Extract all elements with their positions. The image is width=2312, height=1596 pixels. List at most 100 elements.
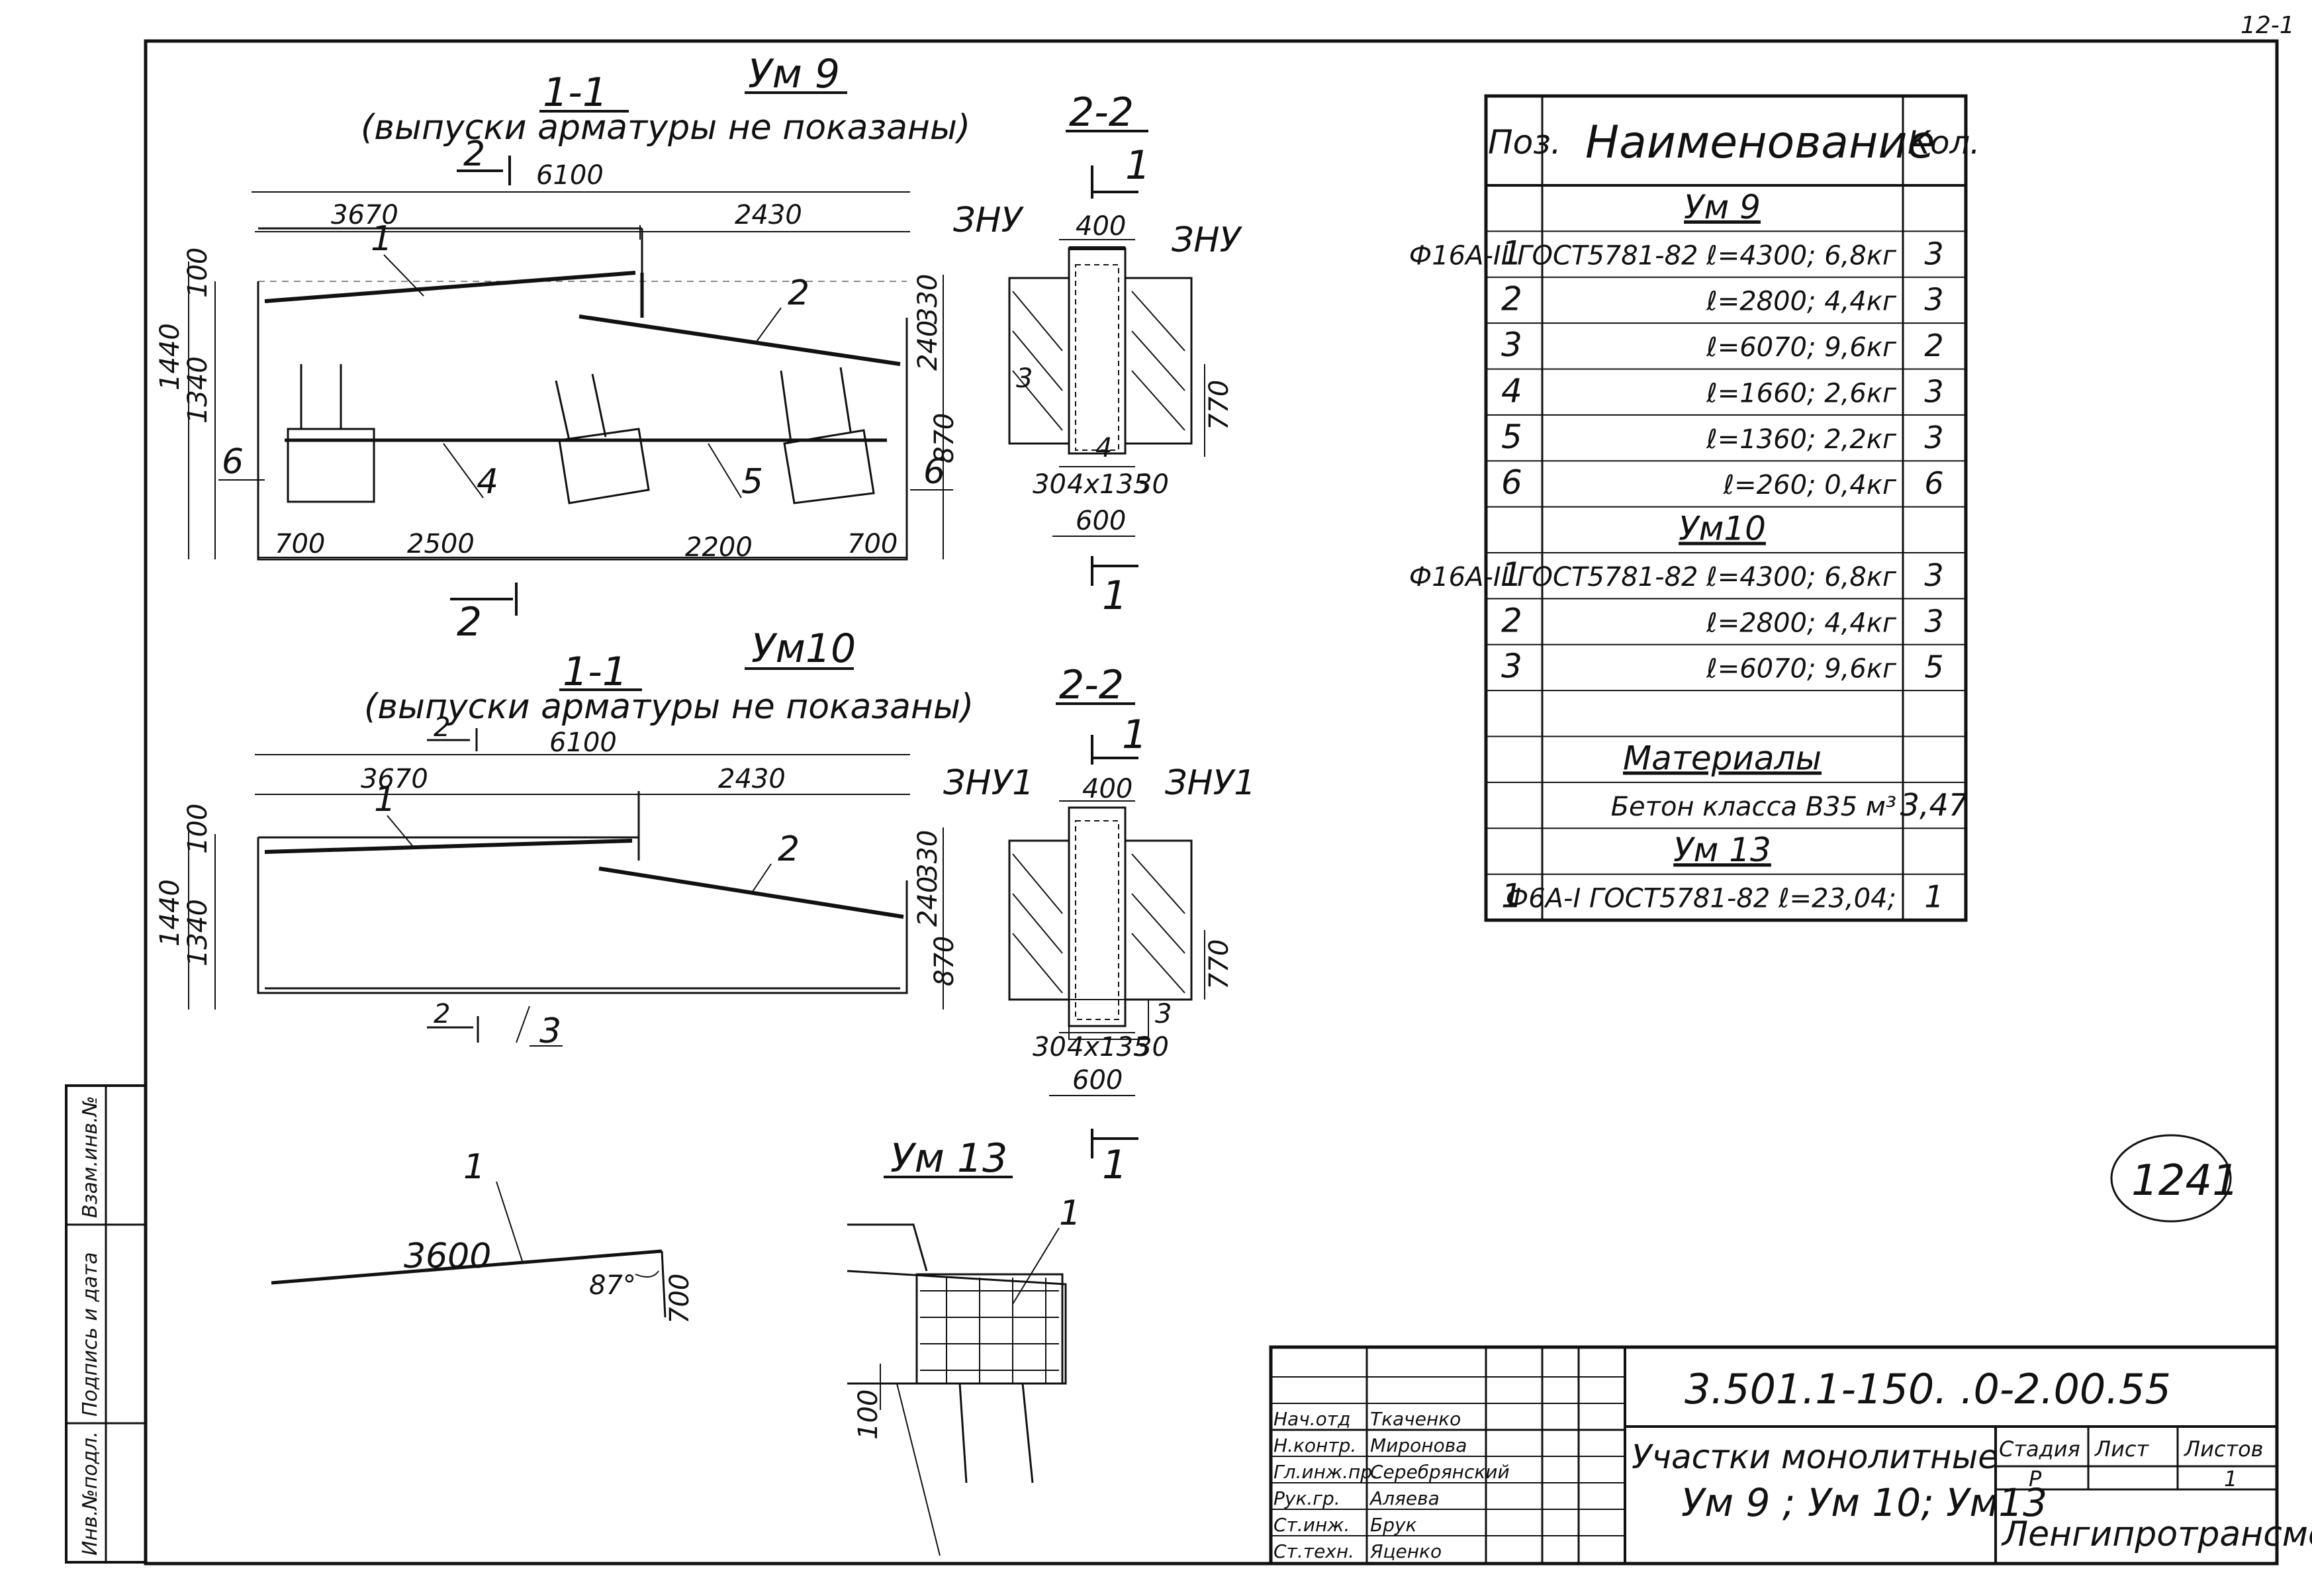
person-name: Яценко — [1369, 1540, 1442, 1562]
spec-row-pos: 6 — [1501, 463, 1522, 502]
spec-row-name: ℓ=6070; 9,6кг — [1706, 654, 1897, 684]
um10-22-width-top: 400 — [1082, 774, 1133, 804]
um10-22-left-label: ЗНУ1 — [943, 763, 1034, 803]
um9-pos6-right: 6 — [923, 452, 945, 492]
um9-section-2-2: 2-2 1 ЗНУ ЗНУ 400 3 4 770 30 4x135 30 60… — [953, 89, 1242, 619]
spec-row-qty: 6 — [1924, 465, 1943, 501]
um10-pos3: 3 — [539, 1011, 561, 1051]
um10-22-right-label: ЗНУ1 — [1165, 763, 1256, 803]
spec-row-qty: 3 — [1924, 557, 1943, 593]
bar-pos: 1 — [463, 1147, 485, 1187]
stamp-number-text: 1241 — [2131, 1156, 2239, 1205]
spec-row-qty: 5 — [1924, 649, 1943, 685]
um9-22-marker: 1 — [1125, 142, 1150, 189]
um9-right-low: 870 — [929, 413, 960, 463]
spec-row-name: ℓ=2800; 4,4кг — [1706, 287, 1897, 317]
um9-pos4: 4 — [477, 462, 498, 502]
sheet-frame — [144, 39, 2279, 1566]
um9-22-width-top: 400 — [1076, 211, 1126, 242]
stage-label: Стадия — [1999, 1436, 2080, 1462]
sheet-label: Лист — [2094, 1436, 2149, 1462]
spec-row-pos: 3 — [1501, 326, 1522, 364]
um10-section-2-2: 2-2 1 ЗНУ1 ЗНУ1 400 3 770 30 4x135 30 60… — [943, 662, 1256, 1188]
spec-row-qty: 3,47 — [1900, 787, 1968, 823]
stamp-number: 1241 — [2110, 1134, 2239, 1223]
um9-title: Ум 9 — [748, 51, 840, 97]
person-name: Ткаченко — [1370, 1408, 1461, 1430]
sheets-label: Листов — [2184, 1436, 2264, 1462]
um10-22-width-total: 600 — [1072, 1065, 1123, 1096]
um10-right-span: 2430 — [718, 764, 786, 794]
um9-22-pos4: 4 — [1095, 433, 1112, 463]
um10-22-marker: 1 — [1122, 712, 1147, 758]
person-role: Ст.инж. — [1273, 1514, 1350, 1536]
spec-row-qty: 2 — [1924, 328, 1943, 363]
um9-section-1-1: Ум 9 1-1 (выпуски арматуры не показаны) … — [155, 51, 970, 645]
um9-22-marker-bottom: 1 — [1102, 573, 1127, 619]
spec-row-name: ℓ=6070; 9,6кг — [1706, 332, 1897, 363]
person-name: Миронова — [1370, 1434, 1467, 1456]
spec-group-title: Ум 13 — [1673, 831, 1771, 869]
spec-row-qty: 3 — [1924, 373, 1943, 409]
um9-right-top: 330 — [913, 274, 943, 324]
bar-angle: 87° — [589, 1270, 636, 1301]
um9-note: (выпуски арматуры не показаны) — [361, 108, 970, 148]
um10-right-mid: 240 — [913, 876, 943, 927]
person-name: Серебрянский — [1370, 1461, 1510, 1483]
spec-row-qty: 1 — [1924, 879, 1943, 915]
um10-22-height: 770 — [1204, 939, 1234, 990]
um9-22-cut: 2-2 — [1069, 89, 1134, 136]
um9-bottom-dim-2: 2500 — [407, 529, 475, 559]
um9-cut-marker: 2 — [463, 134, 485, 174]
um13-detail: Ум 13 1 100 — [847, 1135, 1081, 1556]
um10-section-1-1: Ум10 1-1 (выпуски арматуры не показаны) … — [155, 626, 974, 1051]
spec-group-title: Материалы — [1623, 739, 1822, 777]
spec-row-qty: 3 — [1924, 420, 1943, 455]
um10-right-low: 870 — [929, 936, 960, 986]
um9-right-span: 2430 — [735, 200, 802, 230]
person-name: Брук — [1370, 1514, 1417, 1536]
spec-row-name: ℓ=1360; 2,2кг — [1706, 424, 1897, 455]
um9-pos5: 5 — [741, 462, 763, 502]
um10-22-cut: 2-2 — [1059, 662, 1124, 708]
spec-row-pos: 1 — [1501, 234, 1522, 272]
bar-detail: 1 3600 87° 700 — [271, 1147, 695, 1324]
um10-left-span: 3670 — [361, 764, 428, 794]
um9-pos1: 1 — [371, 219, 393, 259]
spec-row-name: ℓ=1660; 2,6кг — [1706, 378, 1897, 408]
spec-header-pos: Поз. — [1488, 123, 1561, 162]
spec-row-pos: 4 — [1501, 371, 1522, 410]
um9-left-span: 3670 — [331, 200, 398, 230]
spec-row-name: ℓ=2800; 4,4кг — [1706, 608, 1897, 638]
um10-right-top: 330 — [913, 830, 943, 880]
org-name: Ленгипротрансмост — [2001, 1515, 2312, 1554]
spec-row-qty: 3 — [1924, 603, 1943, 639]
um9-22-width-total: 600 — [1076, 506, 1126, 536]
um9-pos2: 2 — [788, 273, 809, 313]
spec-row-pos: 2 — [1501, 601, 1522, 639]
um10-pos1: 1 — [374, 780, 396, 820]
person-role: Рук.гр. — [1273, 1487, 1340, 1509]
spec-row-qty: 3 — [1924, 282, 1943, 318]
um9-bottom-dim-4: 700 — [847, 529, 898, 559]
spec-header-name: Наименование — [1585, 117, 1935, 169]
um9-right-mid: 240 — [913, 320, 943, 371]
spec-header-qty: Кол. — [1908, 124, 1980, 162]
um10-22-pos3: 3 — [1155, 999, 1172, 1029]
sheets-value: 1 — [2224, 1466, 2237, 1491]
um9-22-bottom: 4x135 — [1067, 469, 1150, 500]
spec-row-pos: 2 — [1501, 280, 1522, 318]
person-role: Ст.техн. — [1273, 1540, 1354, 1562]
side-label-inv: Инв.№подл. — [79, 1431, 102, 1556]
um13-title: Ум 13 — [890, 1135, 1007, 1182]
spec-row-pos: 3 — [1501, 647, 1522, 686]
um10-marker-bottom: 2 — [434, 999, 450, 1029]
um9-height-lower: 1340 — [183, 356, 213, 424]
um9-22-left-label: ЗНУ — [953, 201, 1024, 240]
um10-title: Ум10 — [751, 626, 856, 672]
um10-22-marker-bottom: 1 — [1102, 1142, 1127, 1188]
